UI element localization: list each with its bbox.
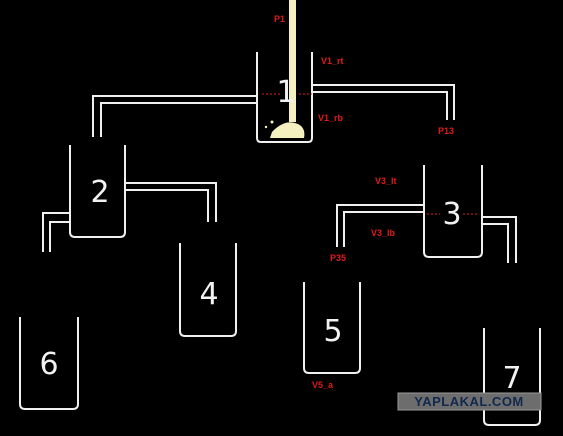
label-v3-lt: V3_lt [375, 176, 397, 186]
label-v5-a: V5_a [312, 380, 334, 390]
pipe-3-to-7-outer [482, 216, 517, 263]
watermark-text: YAPLAKAL.COM [414, 394, 524, 409]
vessel-6-number: 6 [39, 347, 58, 382]
vessel-4 [179, 243, 237, 337]
pipe-2-to-4-inner [125, 189, 209, 222]
vessel-4-number: 4 [199, 277, 218, 312]
watermark: YAPLAKAL.COM [397, 392, 542, 411]
vessel-7 [483, 328, 541, 426]
vessel-1-number: 1 [276, 75, 295, 110]
vessel-3-number: 3 [442, 197, 461, 232]
pipe-1-to-3-inner [312, 91, 448, 120]
vessel-3 [423, 165, 483, 258]
pipe-3-to-5-inner [343, 211, 424, 247]
pipe-1-to-3-outer [312, 84, 455, 120]
pipe-2-to-4-outer [125, 182, 217, 222]
pipe-1-to-2-inner [100, 102, 257, 137]
label-p1: P1 [274, 14, 285, 24]
label-v1-rb: V1_rb [318, 113, 344, 123]
vessel-7-number: 7 [502, 361, 521, 396]
pipe-2-to-6-outer [42, 212, 70, 252]
vessel-5-number: 5 [323, 314, 342, 349]
vessel-2-number: 2 [90, 175, 109, 210]
label-p35: P35 [330, 253, 346, 263]
label-v1-rt: V1_rt [321, 56, 344, 66]
vessel-2 [69, 145, 126, 238]
pipe-1-to-2-outer [92, 95, 257, 137]
label-p13: P13 [438, 126, 454, 136]
pipe-2-to-6-inner [49, 221, 70, 252]
liquid-stream [289, 0, 296, 122]
vessel-1 [256, 52, 313, 143]
pipe-3-to-7-inner [482, 223, 509, 263]
vessel-5 [303, 282, 361, 374]
label-v3-lb: V3_lb [371, 228, 396, 238]
liquid-splash [270, 122, 305, 138]
pipe-3-to-5-outer [336, 204, 424, 247]
vessel-6 [19, 317, 79, 410]
